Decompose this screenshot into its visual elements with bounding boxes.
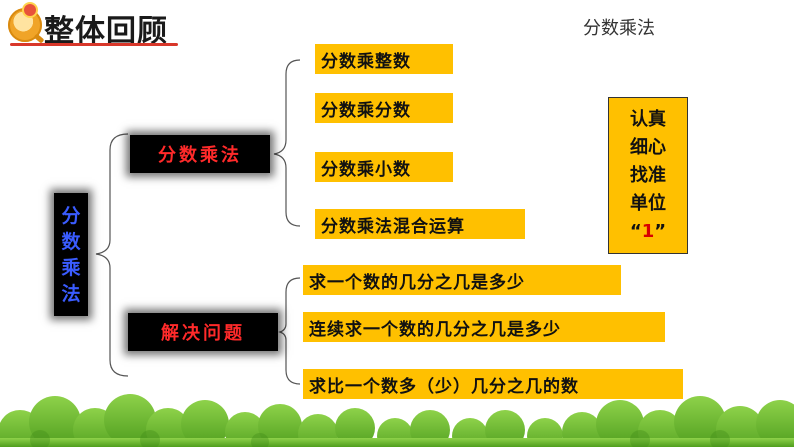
branch-label: 分数乘法 (158, 145, 242, 166)
root-char: 数 (61, 230, 81, 253)
leaf-item: 求一个数的几分之几是多少 (303, 265, 621, 295)
root-char: 乘 (61, 256, 81, 279)
tip-line: 找准 (630, 164, 666, 186)
grass-decoration-icon (0, 394, 794, 447)
branch-label: 解决问题 (161, 323, 245, 344)
branch2-bracket (278, 277, 301, 385)
root-bracket (95, 133, 129, 377)
tip-line: 单位 (630, 192, 666, 214)
leaf-item: 分数乘小数 (315, 152, 453, 182)
topic-label: 分数乘法 (583, 18, 655, 39)
leaf-item: 连续求一个数的几分之几是多少 (303, 312, 665, 342)
branch-node-multiplication: 分数乘法 (130, 135, 270, 173)
tip-line: 细心 (630, 136, 666, 158)
tip-box: 认真 细心 找准 单位 “1” (608, 97, 688, 254)
leaf-item: 求比一个数多（少）几分之几的数 (303, 369, 683, 399)
title-underline (10, 43, 178, 46)
leaf-item: 分数乘整数 (315, 44, 453, 74)
branch1-bracket (273, 59, 301, 227)
flower-icon (24, 4, 36, 16)
leaf-item: 分数乘法混合运算 (315, 209, 525, 239)
tip-line: 认真 (630, 108, 666, 130)
leaf-item: 分数乘分数 (315, 93, 453, 123)
unit-number: 1 (641, 220, 655, 242)
tip-unit-line: “1” (630, 218, 666, 246)
root-node: 分 数 乘 法 (54, 193, 88, 316)
quote-open: “ (629, 220, 642, 242)
root-char: 分 (61, 204, 81, 227)
branch-node-problem-solving: 解决问题 (128, 313, 278, 351)
root-char: 法 (61, 282, 81, 305)
quote-close: ” (654, 220, 667, 242)
